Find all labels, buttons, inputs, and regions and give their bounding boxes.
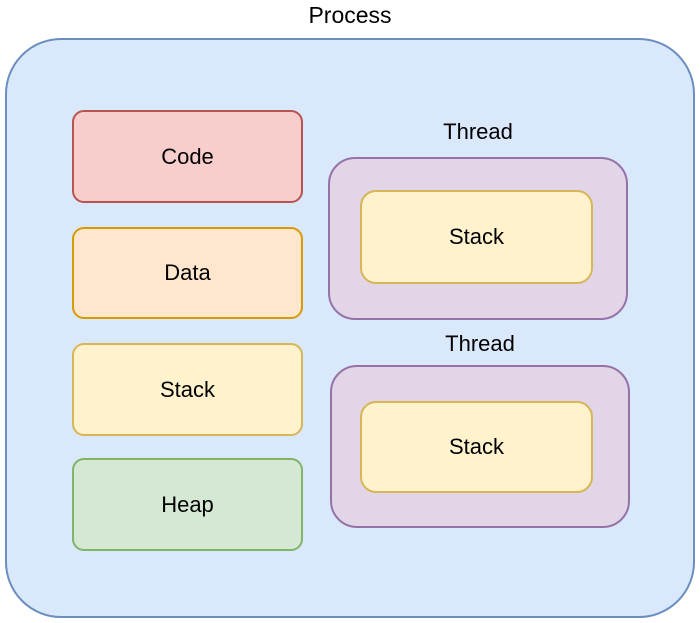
thread-1-container: Stack xyxy=(328,157,628,320)
thread-1-title: Thread xyxy=(443,119,513,144)
memory-block-code-label: Code xyxy=(161,143,214,169)
process-container: Code Data Stack Heap Thread Stack Thread… xyxy=(5,38,695,618)
memory-block-heap-label: Heap xyxy=(161,491,214,517)
thread-2-stack-block: Stack xyxy=(360,401,593,493)
thread-2-stack-label: Stack xyxy=(448,434,505,459)
thread-2-title: Thread xyxy=(445,331,515,356)
memory-block-stack: Stack xyxy=(72,343,303,436)
thread-1-stack-label: Stack xyxy=(448,224,505,249)
memory-block-data-label: Data xyxy=(164,260,211,285)
memory-block-data: Data xyxy=(72,227,303,319)
thread-1-stack-block: Stack xyxy=(360,190,593,284)
memory-block-code: Code xyxy=(72,110,303,203)
memory-block-heap: Heap xyxy=(72,458,303,551)
thread-2-container: Stack xyxy=(330,365,630,528)
memory-block-stack-label: Stack xyxy=(159,376,216,402)
process-title: Process xyxy=(308,2,392,28)
